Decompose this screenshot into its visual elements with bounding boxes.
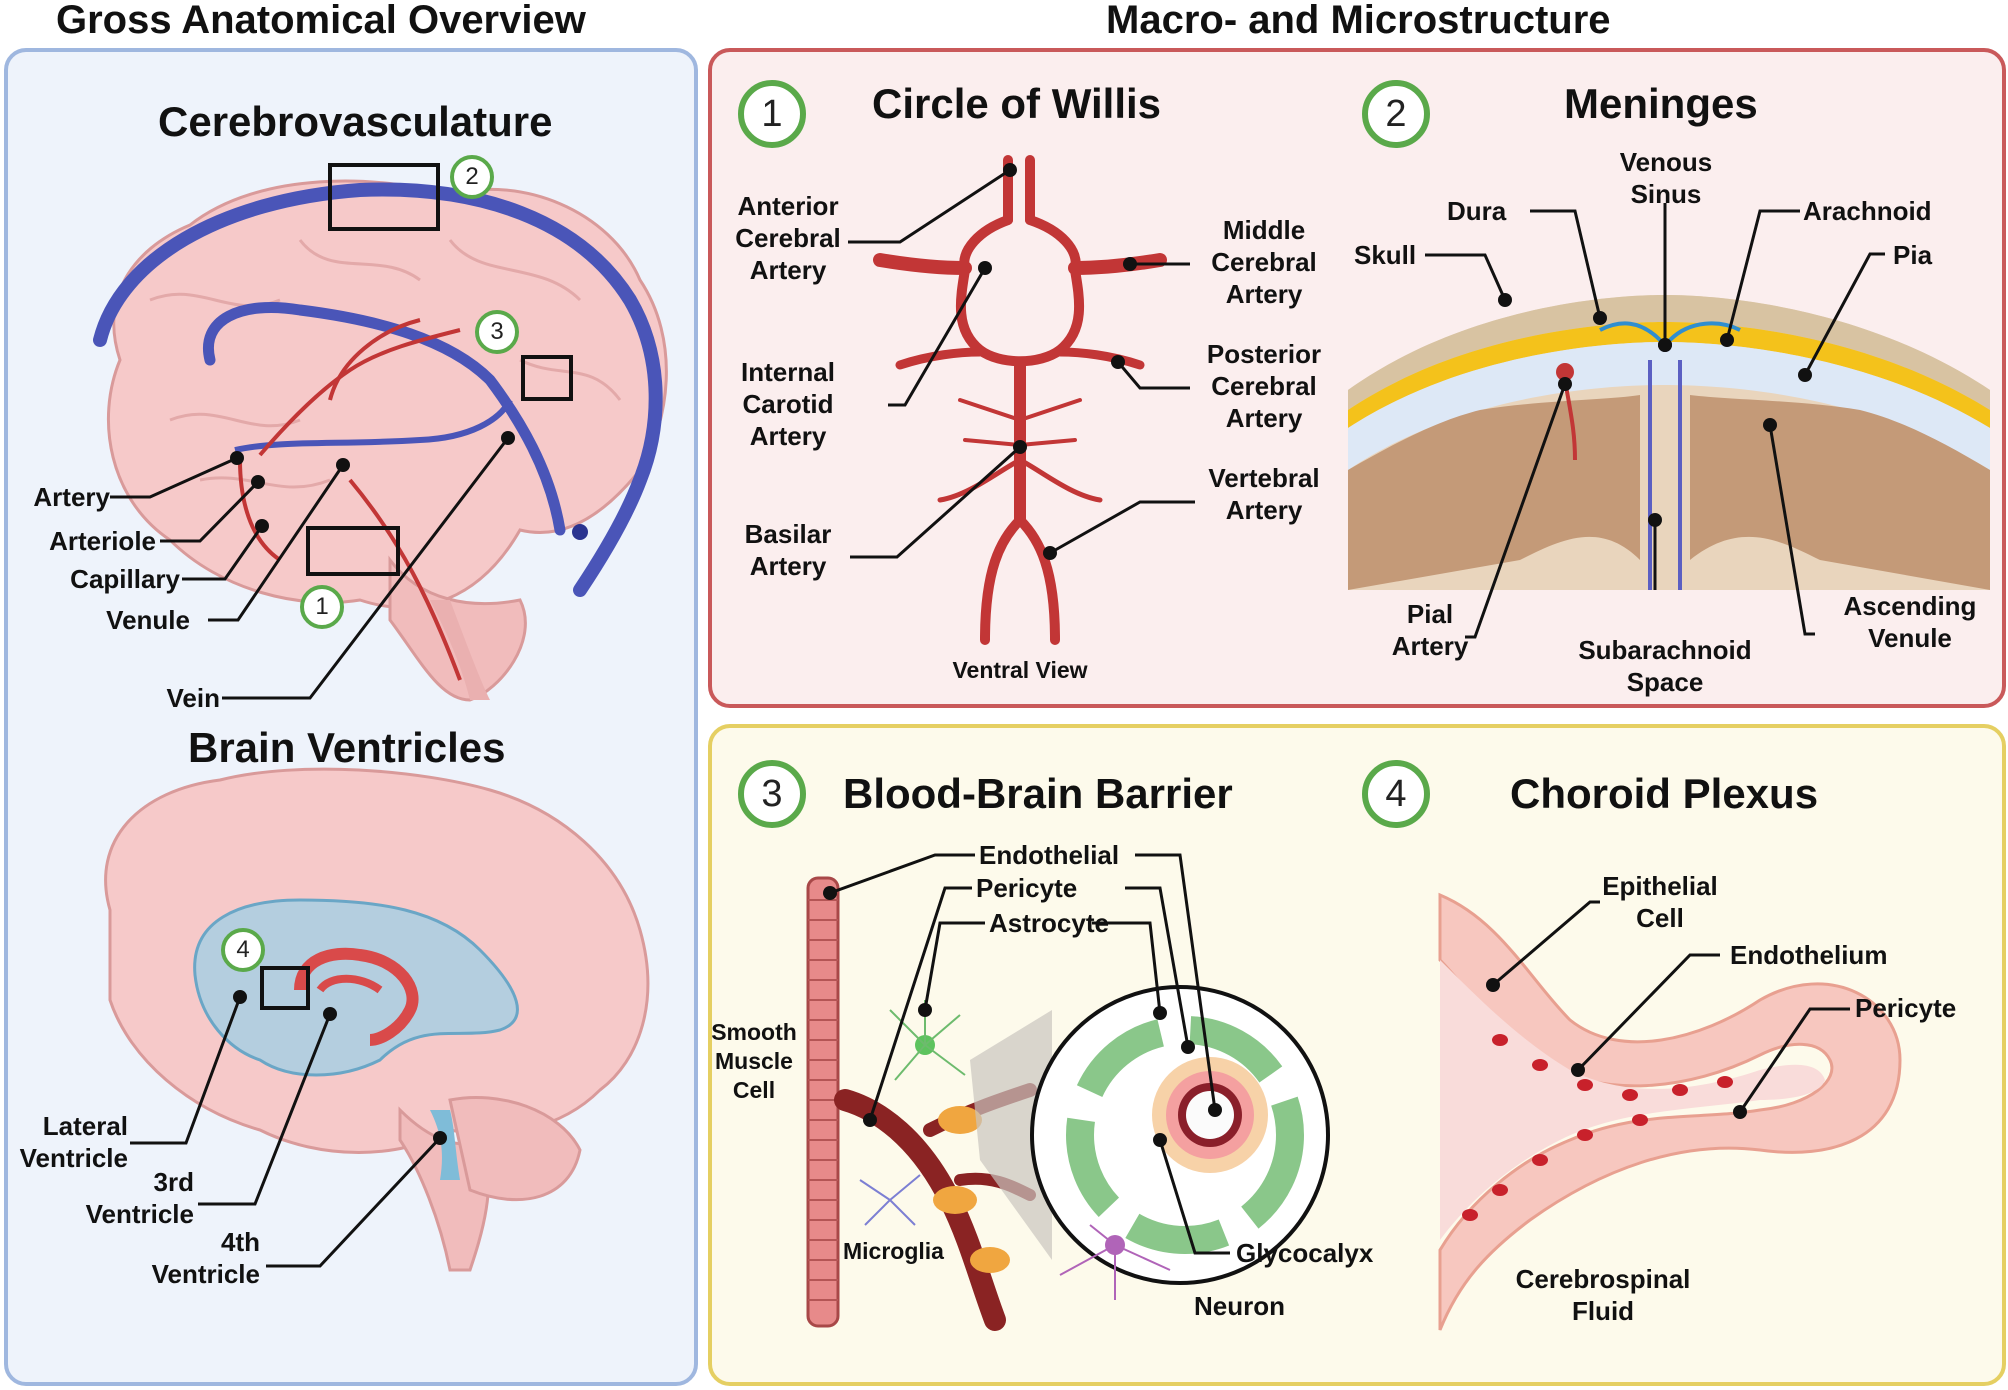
label-internal-carotid-artery: Internal Carotid Artery xyxy=(741,357,835,451)
label-epithelial-cell: Epithelial Cell xyxy=(1602,871,1718,933)
region-badge-1: 1 xyxy=(300,585,344,629)
label-neuron: Neuron xyxy=(1194,1291,1285,1321)
label-pericyte: Pericyte xyxy=(976,873,1078,903)
heading-gross-anatomical-overview: Gross Anatomical Overview xyxy=(56,0,586,42)
label-subarachnoid-space: Subarachnoid Space xyxy=(1578,635,1752,697)
brain-ventricles-title: Brain Ventricles xyxy=(188,724,506,771)
willis-badge: 1 xyxy=(738,80,806,148)
choroid-badge: 4 xyxy=(1362,760,1430,828)
label-venous-sinus: Venous Sinus xyxy=(1619,147,1713,209)
label-venule: Venule xyxy=(106,605,190,635)
label-middle-cerebral-artery: Middle Cerebral Artery xyxy=(1211,215,1317,309)
label-smooth-muscle-cell: Smooth Muscle Cell xyxy=(711,1019,797,1103)
label-cerebrospinal-fluid: Cerebrospinal Fluid xyxy=(1515,1264,1691,1326)
blood-brain-barrier-illustration xyxy=(806,876,1330,1331)
label-endothelium: Endothelium xyxy=(1730,940,1888,970)
circle-of-willis-title: Circle of Willis xyxy=(872,80,1162,127)
label-arteriole: Arteriole xyxy=(49,526,156,556)
meninges-title: Meninges xyxy=(1564,80,1758,127)
label-skull: Skull xyxy=(1354,240,1417,270)
label-vertebral-artery: Vertebral Artery xyxy=(1208,463,1320,525)
choroid-plexus-illustration xyxy=(1438,892,1902,1331)
label-anterior-cerebral-artery: Anterior Cerebral Artery xyxy=(735,191,841,285)
label-ascending-venule: Ascending Venule xyxy=(1843,591,1977,653)
heading-macro-micro-structure: Macro- and Microstructure xyxy=(1106,0,1611,42)
region-badge-3: 3 xyxy=(475,310,519,354)
label-glycocalyx: Glycocalyx xyxy=(1236,1238,1374,1268)
meninges-illustration xyxy=(1348,295,1990,590)
label-astrocyte: Astrocyte xyxy=(989,908,1109,938)
label-lateral-ventricle: Lateral Ventricle xyxy=(19,1111,128,1173)
label-pia: Pia xyxy=(1893,240,1933,270)
region-badge-2: 2 xyxy=(450,155,494,199)
label-third-ventricle: 3rd Ventricle xyxy=(85,1167,194,1229)
ventricles-brain-illustration xyxy=(104,767,650,1272)
label-vein: Vein xyxy=(166,683,220,713)
blood-brain-barrier-title: Blood-Brain Barrier xyxy=(843,770,1233,817)
label-arachnoid: Arachnoid xyxy=(1803,196,1932,226)
region-badge-4: 4 xyxy=(221,928,265,972)
label-fourth-ventricle: 4th Ventricle xyxy=(151,1227,260,1289)
circle-of-willis-illustration xyxy=(873,155,1167,645)
cerebrovasculature-title: Cerebrovasculature xyxy=(158,98,553,145)
cerebrovasculature-brain-illustration xyxy=(93,163,668,702)
label-artery: Artery xyxy=(33,482,110,512)
choroid-plexus-title: Choroid Plexus xyxy=(1510,770,1819,817)
label-pial-artery: Pial Artery xyxy=(1391,599,1469,661)
meninges-badge: 2 xyxy=(1362,80,1430,148)
label-choroid-pericyte: Pericyte xyxy=(1855,993,1957,1023)
label-posterior-cerebral-artery: Posterior Cerebral Artery xyxy=(1206,339,1322,433)
bbb-badge: 3 xyxy=(738,760,806,828)
label-basilar-artery: Basilar Artery xyxy=(744,519,832,581)
label-endothelial: Endothelial xyxy=(979,840,1120,870)
label-microglia: Microglia xyxy=(843,1238,944,1264)
micro-structure-panel xyxy=(708,724,2006,1386)
willis-ventral-view-caption: Ventral View xyxy=(952,657,1088,683)
label-dura: Dura xyxy=(1447,196,1507,226)
label-capillary: Capillary xyxy=(70,564,180,594)
